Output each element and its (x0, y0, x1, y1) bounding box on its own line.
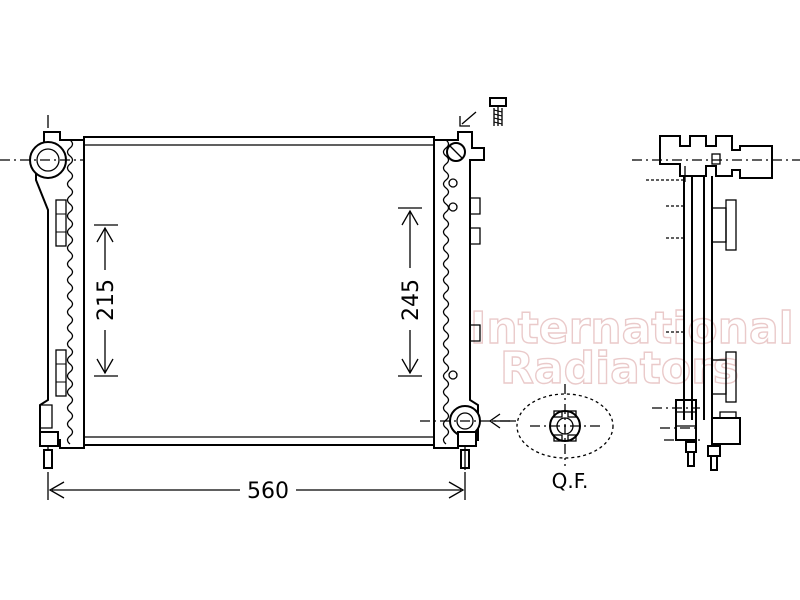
core-height-left-value: 215 (94, 279, 119, 321)
core-height-right-value: 245 (399, 279, 424, 321)
radiator-core (83, 136, 435, 446)
inlet-pipe (0, 115, 84, 179)
watermark-line1: International (470, 303, 794, 354)
quick-fit-label: Q.F. (552, 469, 589, 493)
screw-detail (459, 97, 507, 127)
quick-fit-detail: Q.F. (488, 384, 614, 493)
right-tank (420, 131, 510, 470)
dimension-width: 560 (47, 472, 466, 504)
dimension-height-left: 215 (94, 224, 119, 377)
radiator-front-view (0, 97, 510, 470)
radiator-side-view (632, 135, 800, 471)
width-value: 560 (247, 479, 289, 504)
watermark: International Radiators (469, 302, 794, 394)
watermark-line2: Radiators (500, 343, 739, 394)
dimension-height-right: 245 (398, 207, 424, 377)
left-tank (0, 115, 85, 469)
